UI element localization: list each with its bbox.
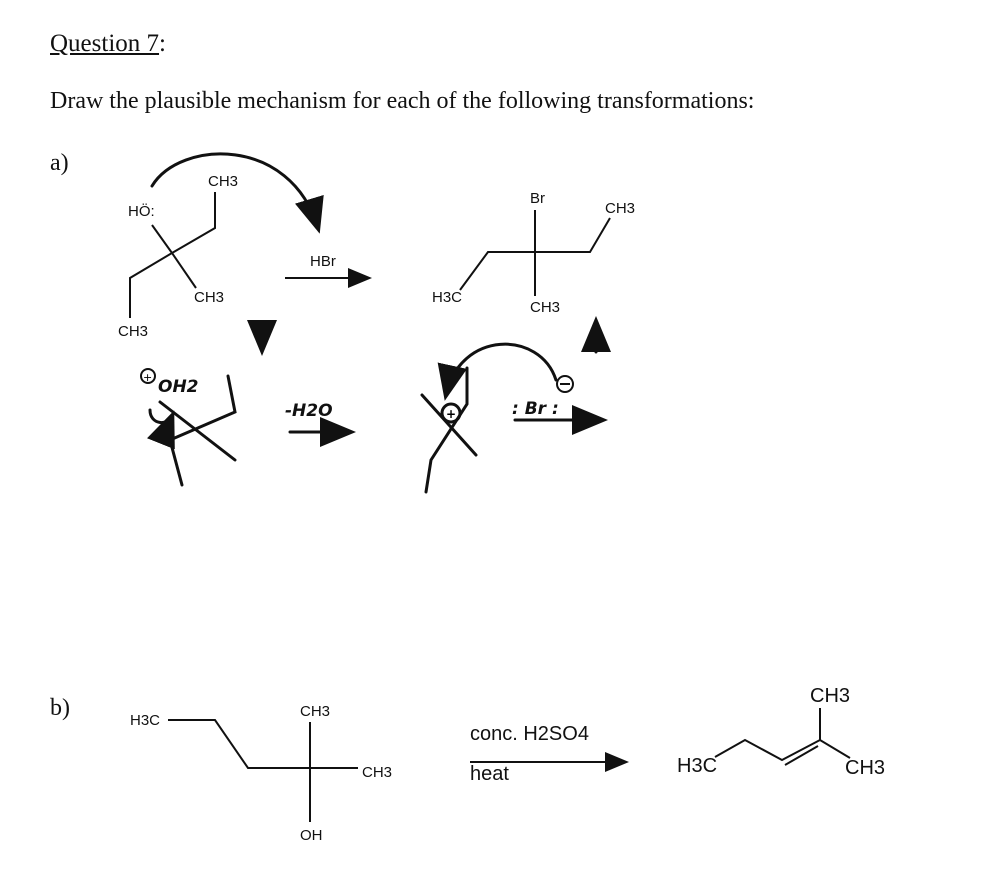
b-reactant-ch3-right-label: CH3 — [362, 764, 392, 781]
product-br-label: Br — [530, 190, 545, 207]
svg-text:+: + — [143, 371, 152, 384]
b-product-h3c-label: H3C — [677, 755, 717, 777]
b-product-double-bond — [784, 745, 819, 766]
carbocation-intermediate: + — [420, 342, 558, 494]
oxonium-bond-b — [168, 374, 237, 487]
product-ch3-right-label: CH3 — [605, 200, 635, 217]
part-a-label: a) — [50, 150, 69, 176]
product-h3c-label: H3C — [432, 289, 462, 306]
b-product-ch3-right-label: CH3 — [845, 757, 885, 779]
oxonium-oh2-label: OH2 — [158, 377, 199, 397]
question-prompt: Draw the plausible mechanism for each of… — [50, 88, 755, 114]
product-ch3-bottom-label: CH3 — [530, 299, 560, 316]
carbocation-bond-a — [420, 393, 478, 457]
part-a-reactant: HÖ: CH3 CH3 CH3 — [118, 152, 324, 340]
reactant-ch3-bottom-label: CH3 — [118, 323, 148, 340]
part-a-product: Br CH3 H3C CH3 — [432, 190, 635, 316]
part-b-product: CH3 H3C CH3 — [677, 685, 885, 779]
minus-charge-icon — [556, 375, 574, 393]
part-a-reaction-arrow: HBr — [285, 253, 372, 288]
bromide-label: : Br : — [512, 399, 559, 419]
reagent-acid-label: conc. H2SO4 — [470, 723, 589, 745]
part-b-reaction-arrow: conc. H2SO4 heat — [470, 723, 629, 785]
b-product-chain — [714, 738, 851, 762]
part-b-reactant: H3C CH3 CH3 OH — [130, 703, 392, 844]
bromide-ion: : Br : — [512, 375, 608, 435]
water-loss-step: -H2O — [285, 401, 356, 447]
b-reactant-oh-label: OH — [300, 827, 323, 844]
bromide-attack-arrow — [437, 342, 558, 401]
water-loss-label: -H2O — [285, 401, 333, 421]
reactant-bond-left — [129, 224, 174, 318]
part-b-label: b) — [50, 695, 70, 721]
reactant-ch3-mid-label: CH3 — [194, 289, 224, 306]
oxonium-intermediate: + OH2 — [140, 368, 237, 487]
reagent-hbr-label: HBr — [310, 253, 336, 270]
b-reactant-ch3-top-label: CH3 — [300, 703, 330, 720]
question-label: Question 7 — [50, 30, 160, 57]
oxonium-bond-a — [158, 400, 237, 462]
question-heading: Question 7: — [50, 30, 166, 58]
svg-text:+: + — [446, 407, 456, 421]
reactant-bond-top — [171, 192, 216, 254]
leaving-group-arrow — [146, 408, 175, 450]
curved-arrow-oh-attack — [150, 152, 324, 234]
b-reactant-chain — [168, 719, 358, 769]
question-colon: : — [159, 30, 166, 57]
b-product-ch3-top-label: CH3 — [810, 685, 850, 707]
b-reactant-h3c-label: H3C — [130, 712, 160, 729]
reactant-oxygen-label: HÖ: — [128, 202, 155, 220]
reactant-bond-mid — [171, 252, 197, 289]
product-bond-right — [535, 217, 611, 253]
plus-charge-icon — [140, 368, 156, 384]
product-bond-left — [459, 210, 536, 291]
reactant-ch3-top-label: CH3 — [208, 173, 238, 190]
carbocation-bond-b — [424, 366, 469, 494]
reagent-heat-label: heat — [470, 763, 509, 785]
